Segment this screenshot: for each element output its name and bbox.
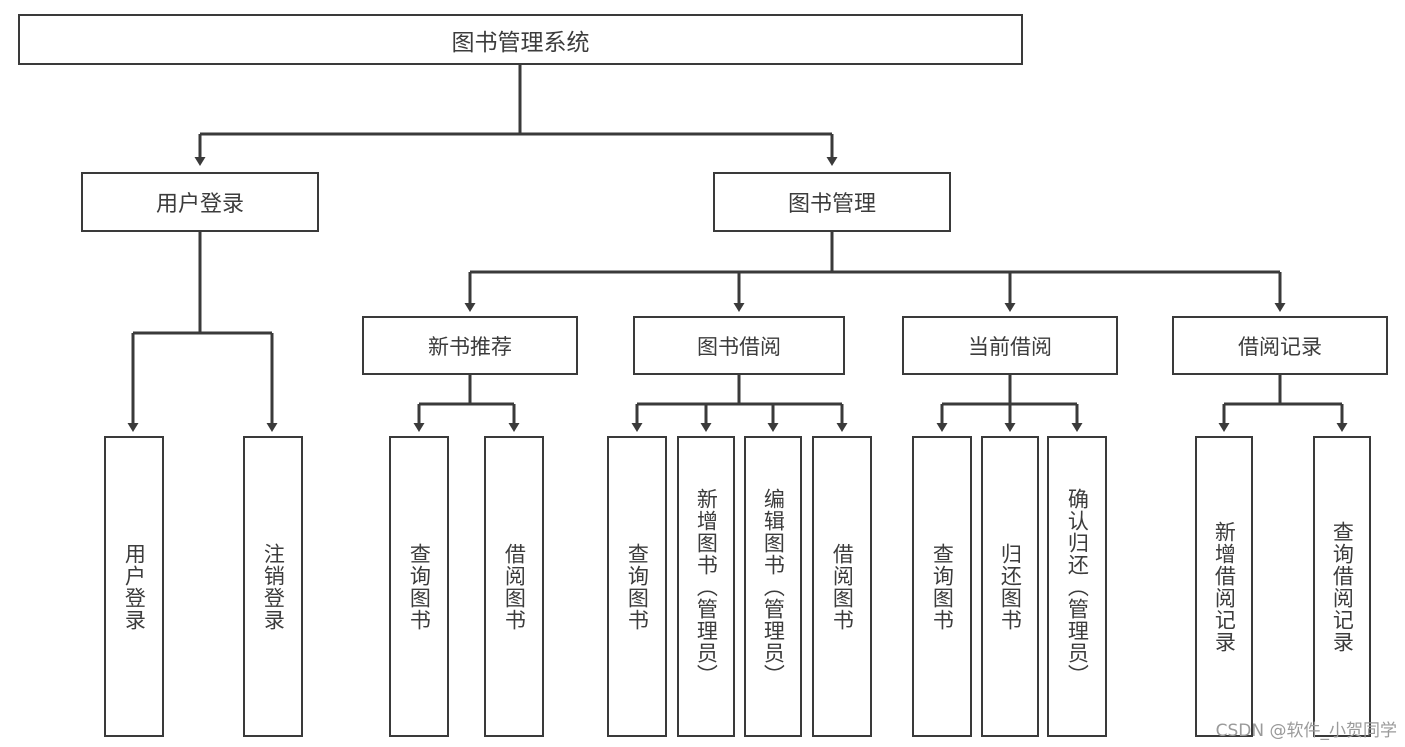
leaf-query-book-2[interactable]: 查询图书	[607, 436, 667, 737]
node-current-borrow-label: 当前借阅	[968, 334, 1052, 359]
leaf-query-book-2-label: 查询图书	[625, 542, 650, 631]
node-book-borrow-label: 图书借阅	[697, 334, 781, 359]
leaf-confirm-return[interactable]: 确认归还（管理员）	[1047, 436, 1107, 737]
leaf-add-book[interactable]: 新增图书（管理员）	[677, 436, 735, 737]
csdn-watermark: CSDN @软件_小贺同学	[1215, 721, 1397, 741]
node-new-book-recommend-label: 新书推荐	[428, 334, 512, 359]
node-root[interactable]: 图书管理系统	[18, 14, 1023, 65]
leaf-add-record-label: 新增借阅记录	[1212, 520, 1237, 653]
leaf-borrow-book-1[interactable]: 借阅图书	[484, 436, 544, 737]
leaf-return-book[interactable]: 归还图书	[981, 436, 1039, 737]
leaf-edit-book-label: 编辑图书（管理员）	[761, 487, 786, 686]
node-borrow-record-label: 借阅记录	[1238, 334, 1322, 359]
leaf-query-book-1-label: 查询图书	[407, 542, 432, 631]
leaf-return-book-label: 归还图书	[998, 542, 1023, 631]
leaf-user-login[interactable]: 用户登录	[104, 436, 164, 737]
node-root-label: 图书管理系统	[451, 29, 590, 56]
node-new-book-recommend[interactable]: 新书推荐	[362, 316, 578, 375]
leaf-query-book-3[interactable]: 查询图书	[912, 436, 972, 737]
node-book-management-label: 图书管理	[787, 192, 876, 217]
leaf-edit-book[interactable]: 编辑图书（管理员）	[744, 436, 802, 737]
leaf-borrow-book-1-label: 借阅图书	[502, 542, 527, 631]
leaf-add-record[interactable]: 新增借阅记录	[1195, 436, 1253, 737]
node-book-management[interactable]: 图书管理	[713, 172, 951, 232]
leaf-query-record[interactable]: 查询借阅记录	[1313, 436, 1371, 737]
node-borrow-record[interactable]: 借阅记录	[1172, 316, 1388, 375]
node-user-login-label: 用户登录	[155, 192, 244, 217]
leaf-borrow-book-2[interactable]: 借阅图书	[812, 436, 872, 737]
leaf-query-book-3-label: 查询图书	[930, 542, 955, 631]
leaf-user-logout[interactable]: 注销登录	[243, 436, 303, 737]
leaf-confirm-return-label: 确认归还（管理员）	[1065, 487, 1090, 686]
node-current-borrow[interactable]: 当前借阅	[902, 316, 1118, 375]
node-user-login[interactable]: 用户登录	[81, 172, 319, 232]
leaf-user-login-label: 用户登录	[122, 542, 147, 631]
node-book-borrow[interactable]: 图书借阅	[633, 316, 845, 375]
leaf-query-book-1[interactable]: 查询图书	[389, 436, 449, 737]
leaf-add-book-label: 新增图书（管理员）	[694, 487, 719, 686]
leaf-borrow-book-2-label: 借阅图书	[830, 542, 855, 631]
leaf-user-logout-label: 注销登录	[261, 542, 286, 631]
leaf-query-record-label: 查询借阅记录	[1330, 520, 1355, 653]
